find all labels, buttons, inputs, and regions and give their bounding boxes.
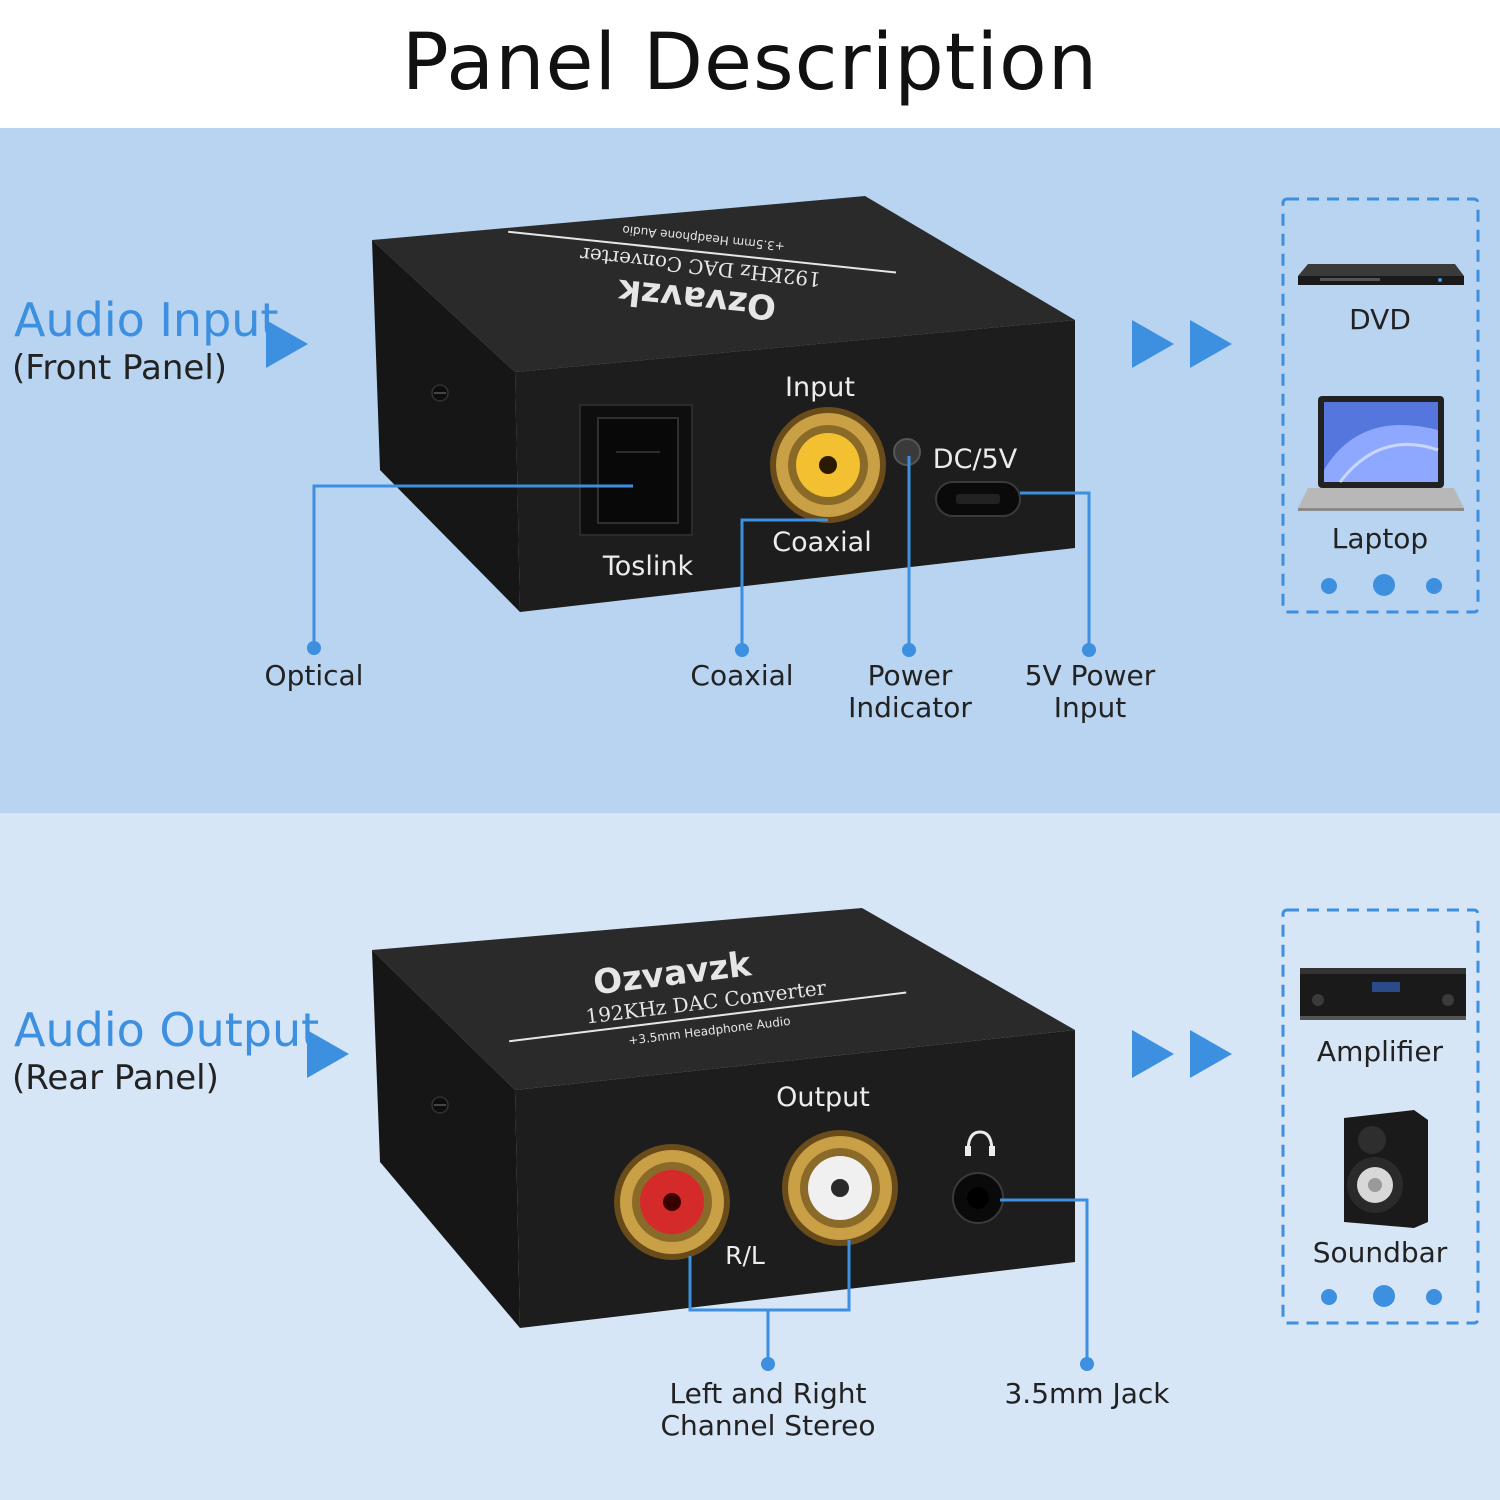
- jack-callout-label: 3.5mm Jack: [1004, 1377, 1170, 1410]
- rear-panel-device: Ozvavzk 192KHz DAC Converter +3.5mm Head…: [372, 908, 1075, 1328]
- front-panel-device: Ozvavzk 192KHz DAC Converter +3.5mm Head…: [372, 196, 1075, 612]
- forward-arrow-icon: [1190, 320, 1232, 368]
- coaxial-rca-port: [770, 407, 886, 523]
- headphone-jack-port: [952, 1172, 1004, 1224]
- input-section-subheading: (Front Panel): [12, 348, 228, 388]
- coaxial-callout-label: Coaxial: [690, 659, 794, 692]
- right-channel-rca-port: [614, 1144, 730, 1260]
- output-arrow-icon: [307, 1030, 349, 1078]
- input-callout-lines: [312, 456, 1091, 650]
- source-more-dots: [1321, 574, 1442, 596]
- output-callout-dots: [761, 1357, 1094, 1371]
- output-panel-label: Output: [776, 1082, 870, 1113]
- output-section-heading: Audio Output: [14, 1003, 320, 1057]
- forward-arrow-icon: [1190, 1030, 1232, 1078]
- stereo-callout-label: Left and Right Channel Stereo: [660, 1377, 876, 1442]
- page-title: Panel Description: [401, 18, 1099, 108]
- input-arrow-icon: [266, 320, 308, 368]
- coaxial-panel-label: Coaxial: [772, 527, 871, 558]
- input-section-heading: Audio Input: [14, 293, 279, 347]
- headphone-icon: [965, 1130, 995, 1156]
- optical-callout-label: Optical: [264, 659, 364, 692]
- input-panel-label: Input: [785, 372, 855, 403]
- power-indicator-callout-label: Power Indicator: [848, 659, 972, 724]
- power-led: [893, 438, 921, 466]
- destination-device-label: Soundbar: [1312, 1236, 1448, 1269]
- source-device-label: Laptop: [1331, 522, 1429, 555]
- output-callout-lines: [688, 1198, 1089, 1364]
- amplifier-icon: [1300, 968, 1466, 1020]
- laptop-icon: [1298, 396, 1464, 511]
- left-channel-rca-port: [782, 1130, 898, 1246]
- dvd-player-icon: [1298, 264, 1464, 285]
- power-input-callout-label: 5V Power Input: [1024, 659, 1156, 724]
- rl-panel-label: R/L: [725, 1241, 765, 1270]
- destination-device-label: Amplifier: [1316, 1035, 1444, 1068]
- toslink-port: [579, 404, 693, 536]
- speaker-icon: [1344, 1110, 1428, 1228]
- dc-micro-usb-port: [935, 481, 1021, 517]
- forward-arrow-icon: [1132, 1030, 1174, 1078]
- toslink-panel-label: Toslink: [602, 551, 694, 582]
- dc-panel-label: DC/5V: [933, 444, 1018, 475]
- destination-more-dots: [1321, 1285, 1442, 1307]
- output-section-subheading: (Rear Panel): [12, 1058, 219, 1098]
- input-callout-dots: [307, 641, 1096, 657]
- source-device-label: DVD: [1349, 303, 1411, 336]
- forward-arrow-icon: [1132, 320, 1174, 368]
